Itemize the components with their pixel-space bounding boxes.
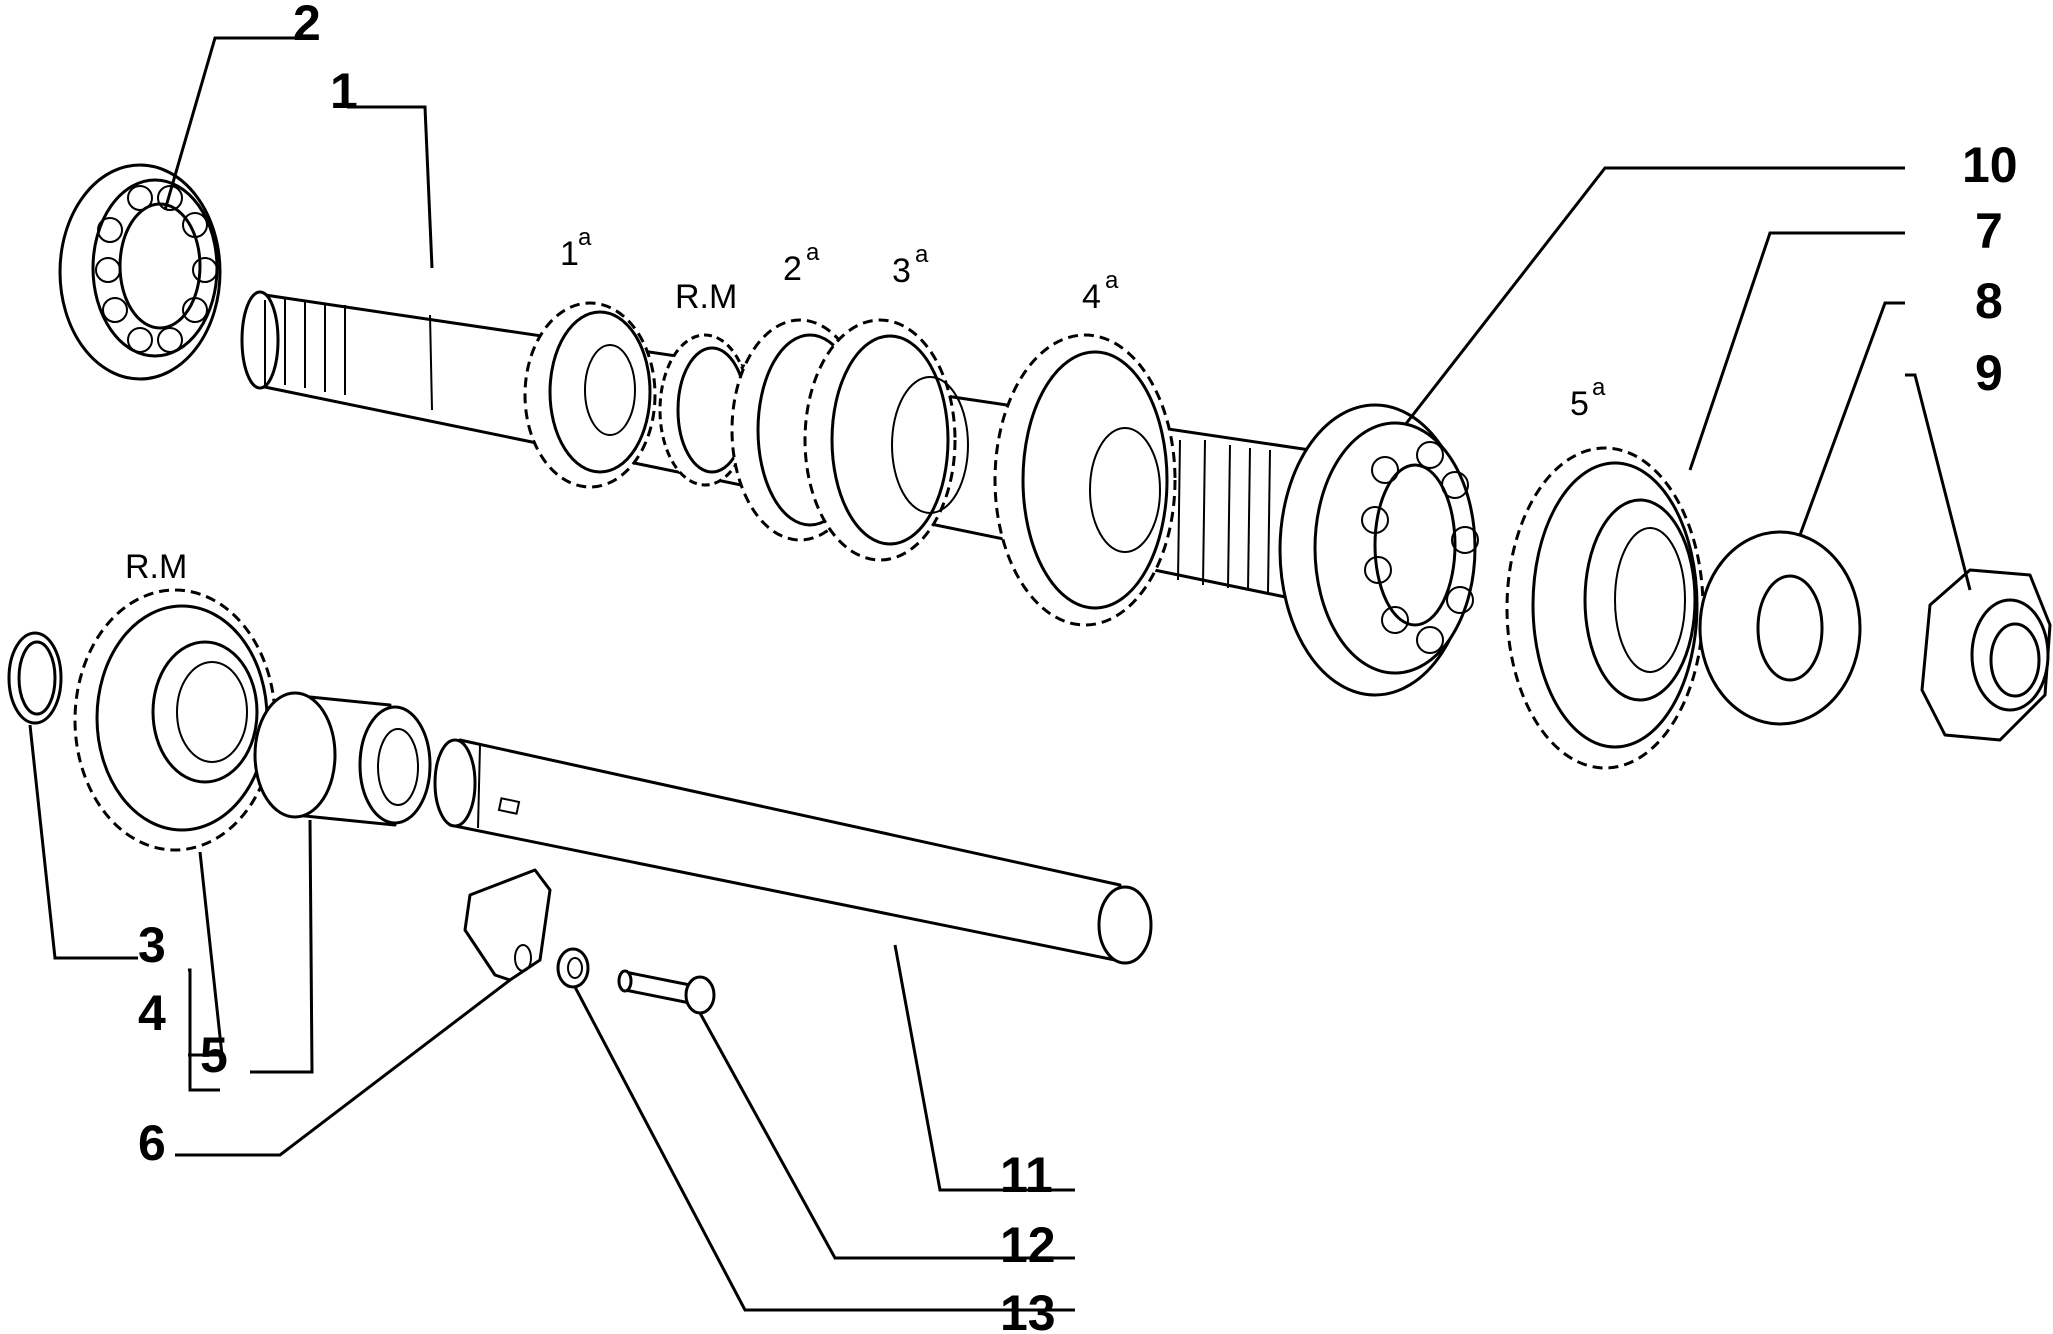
gear-labels: 1 a R.M 2 a 3 a 4 a 5 a R.M [125, 224, 1606, 586]
part-11-idler-shaft [433, 738, 1153, 965]
callout-6: 6 [138, 1115, 166, 1171]
label-5th-sup: a [1592, 374, 1606, 401]
callout-12: 12 [1000, 1217, 1056, 1273]
part-5-bushing [253, 691, 432, 827]
callout-4: 4 [138, 985, 166, 1041]
callout-11: 11 [1000, 1147, 1053, 1203]
callout-5: 5 [200, 1027, 228, 1083]
part-13-small-washer [556, 947, 590, 989]
callout-numbers: 1 2 10 7 8 9 3 4 5 6 11 12 13 [138, 0, 2018, 1334]
leader-lines [28, 36, 1972, 1312]
label-reverse-main: R.M [675, 278, 737, 316]
part-12-screw [617, 969, 716, 1015]
label-3rd: 3 [892, 252, 911, 290]
callout-1: 1 [330, 63, 358, 119]
callout-3: 3 [138, 917, 166, 973]
part-9-nut [1920, 568, 2052, 742]
callout-2: 2 [293, 0, 321, 51]
label-1st-sup: a [578, 224, 592, 251]
label-3rd-sup: a [915, 241, 929, 268]
gear-1st [523, 301, 657, 489]
gear-4th [993, 333, 1177, 627]
callout-7: 7 [1975, 203, 2003, 259]
part-7-gear-5th [1505, 446, 1705, 770]
callout-8: 8 [1975, 273, 2003, 329]
callout-13: 13 [1000, 1285, 1056, 1334]
label-2nd: 2 [783, 250, 802, 288]
label-5th: 5 [1570, 385, 1589, 423]
label-1st: 1 [560, 235, 579, 273]
label-4th-sup: a [1105, 267, 1119, 294]
part-4-reverse-idler-gear [73, 588, 277, 852]
label-reverse-idler: R.M [125, 548, 187, 586]
gear-reverse-main [658, 333, 752, 487]
part-10-ball-bearing [1278, 403, 1479, 697]
callout-10: 10 [1962, 137, 2018, 193]
label-4th: 4 [1082, 278, 1101, 316]
callout-9: 9 [1975, 345, 2003, 401]
part-2-ball-bearing [58, 163, 222, 381]
part-3-snap-ring [7, 631, 63, 725]
part-6-bracket [463, 868, 552, 982]
label-2nd-sup: a [806, 239, 820, 266]
part-8-washer [1698, 530, 1862, 726]
gear-3rd [803, 318, 969, 562]
